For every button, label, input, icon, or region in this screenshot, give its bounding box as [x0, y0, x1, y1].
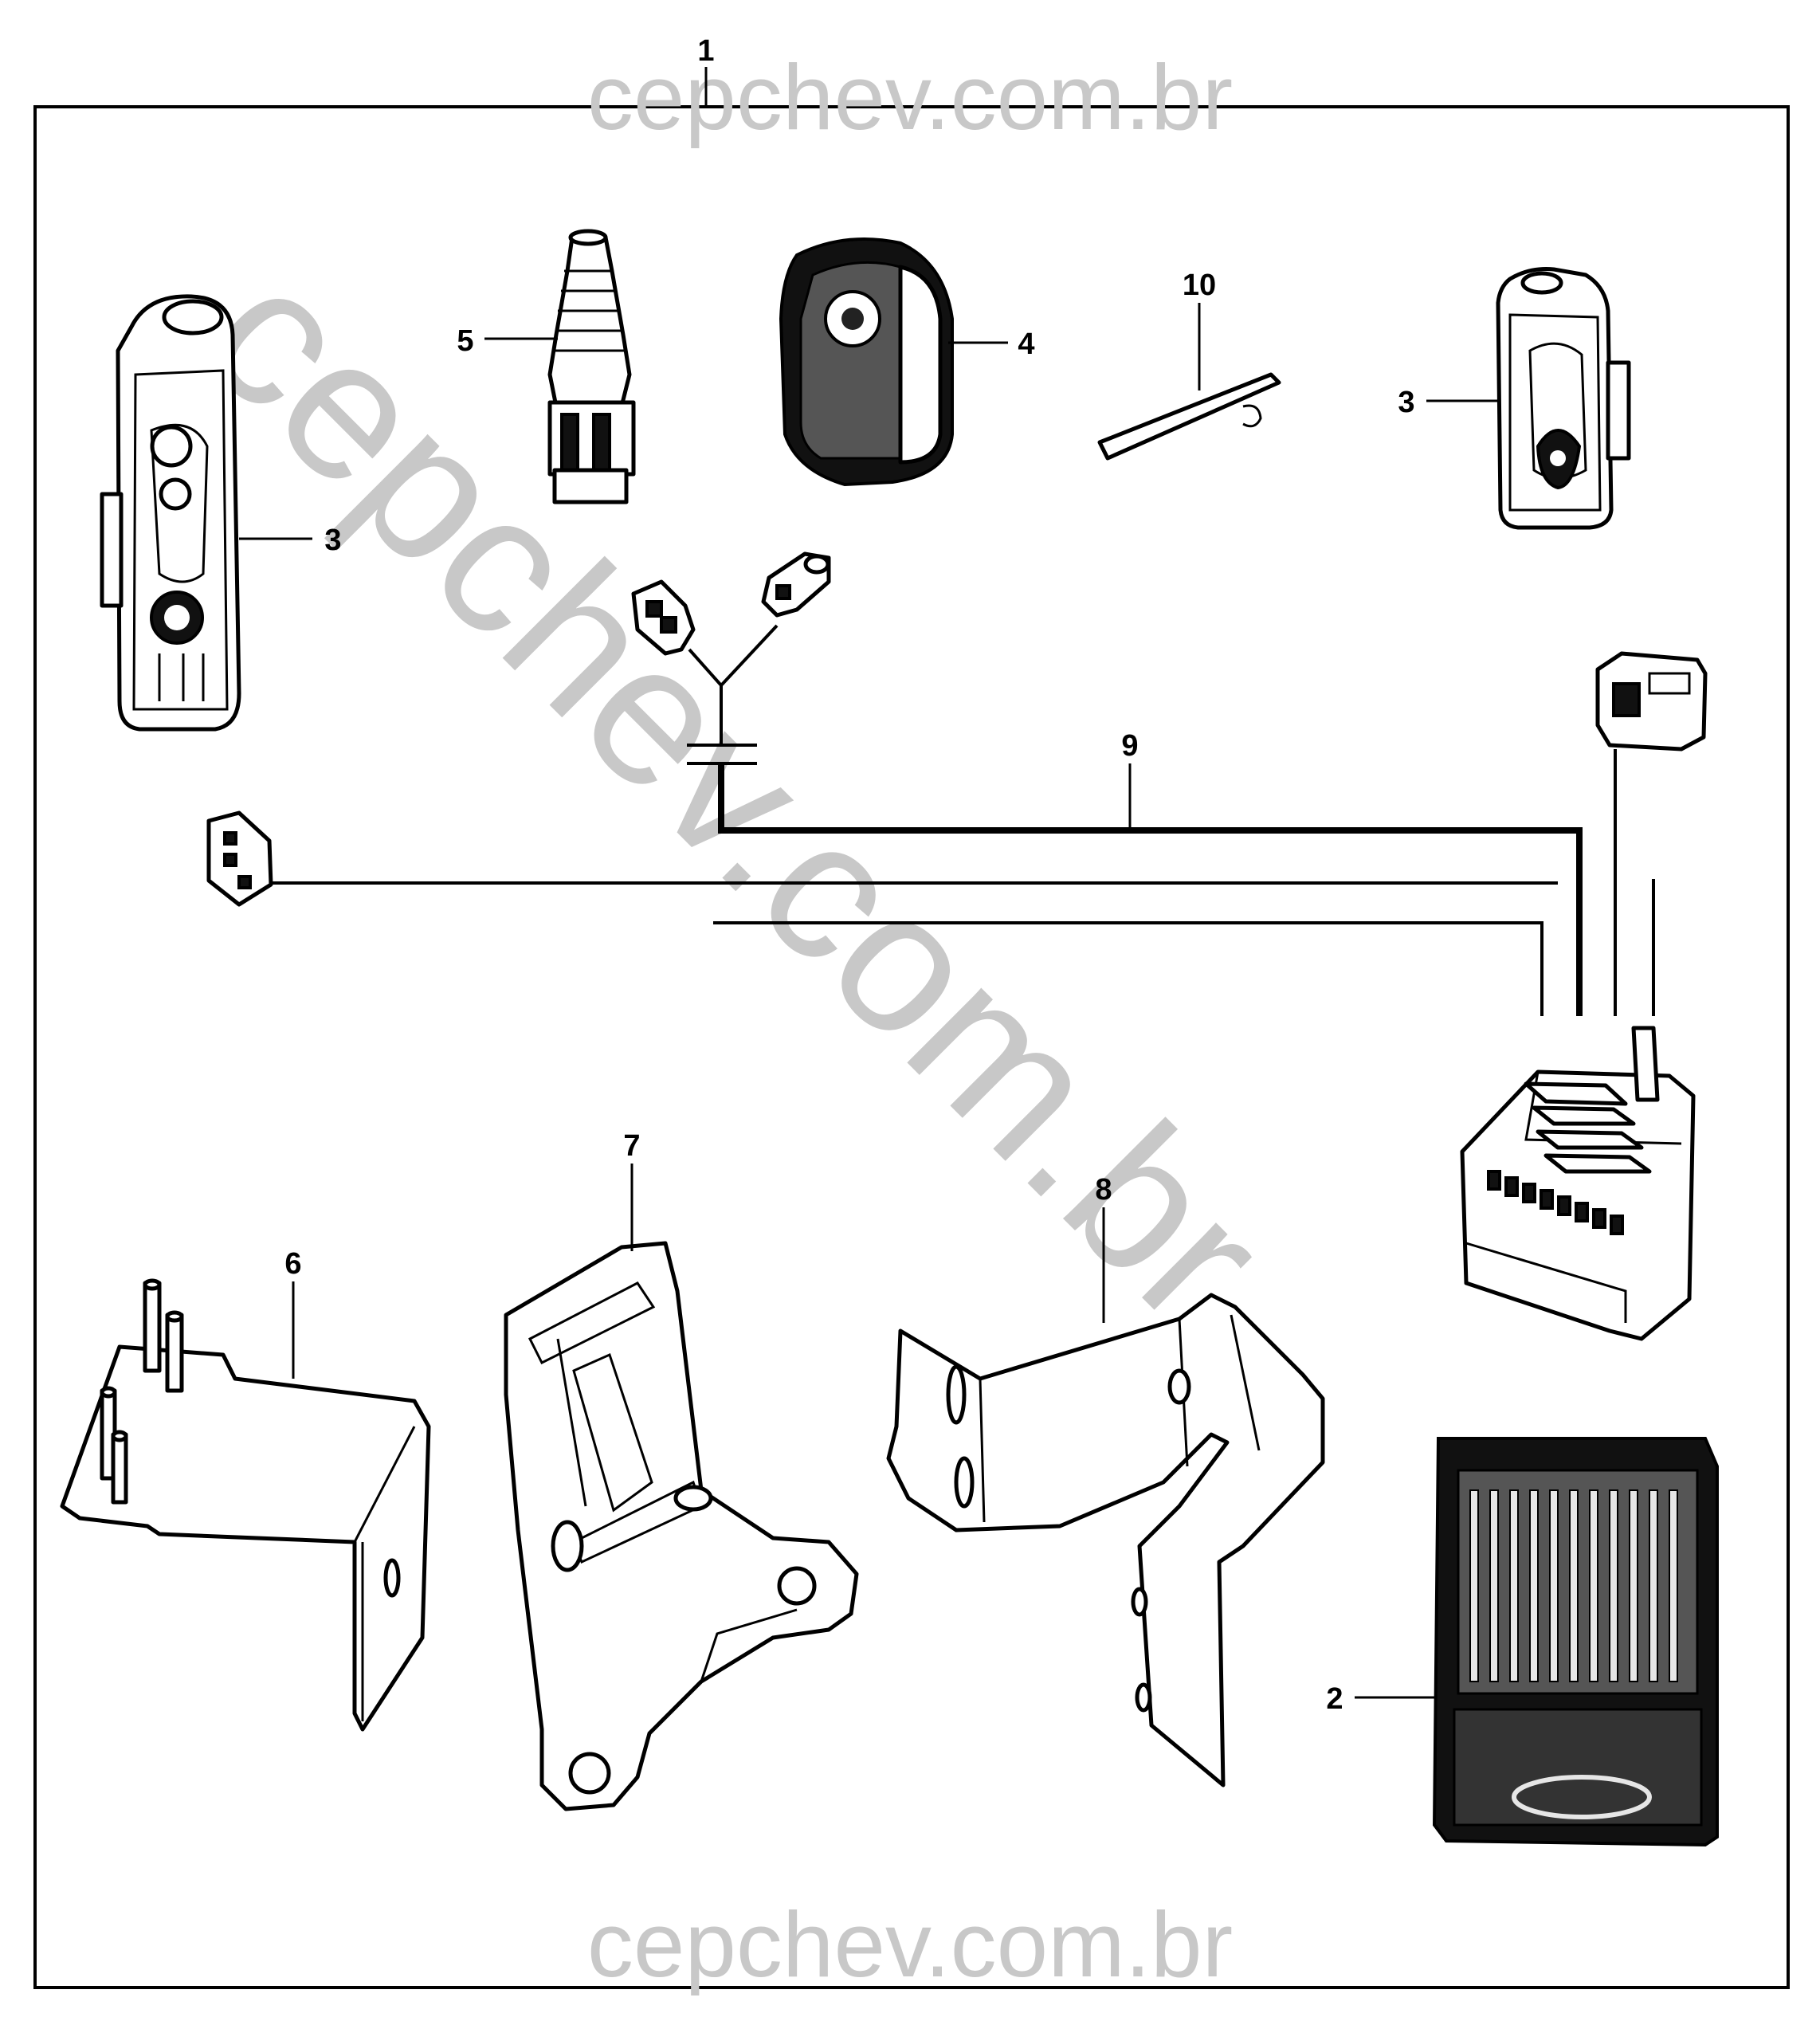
fuse-terminal-row — [1487, 1170, 1624, 1235]
diagram-frame — [33, 105, 1790, 1989]
callout-3-left: 3 — [324, 524, 341, 557]
part-9-harness-main — [718, 763, 1583, 1016]
callout-10: 10 — [1183, 269, 1216, 302]
small-connector-right — [1595, 651, 1708, 751]
watermark-top: cepchev.com.br — [587, 45, 1233, 149]
callout-3-right: 3 — [1398, 386, 1414, 419]
callout-6: 6 — [284, 1247, 301, 1281]
watermark-diagonal: cepchev.com.br — [166, 223, 1307, 1364]
callout-2: 2 — [1326, 1682, 1343, 1716]
fuse-relay-block — [1460, 1026, 1696, 1341]
small-connector-left — [206, 810, 273, 907]
part-2-control-unit — [1432, 1437, 1719, 1847]
part-7-mounting-bracket — [504, 1241, 859, 1811]
part-4-grille-cap — [779, 237, 954, 487]
callout-7: 7 — [623, 1129, 640, 1163]
harness-plug-left — [631, 579, 696, 656]
part-3-right-lamp-housing — [1496, 267, 1631, 530]
callout-4: 4 — [1018, 328, 1034, 361]
part-5-connector — [547, 229, 636, 504]
harness-plug-right — [761, 551, 831, 618]
part-6-bracket-with-studs — [60, 1278, 431, 1732]
part-10-strip — [1097, 372, 1281, 461]
callout-8: 8 — [1095, 1173, 1112, 1207]
wire-second — [713, 921, 1543, 1016]
control-unit-fins — [1469, 1489, 1678, 1682]
callout-9: 9 — [1121, 729, 1138, 763]
callout-1: 1 — [697, 34, 714, 68]
callout-5: 5 — [457, 324, 473, 358]
part-3-left-lamp-housing — [100, 294, 241, 732]
part-8-clamp-bracket — [886, 1293, 1325, 1788]
watermark-bottom: cepchev.com.br — [587, 1893, 1233, 1996]
